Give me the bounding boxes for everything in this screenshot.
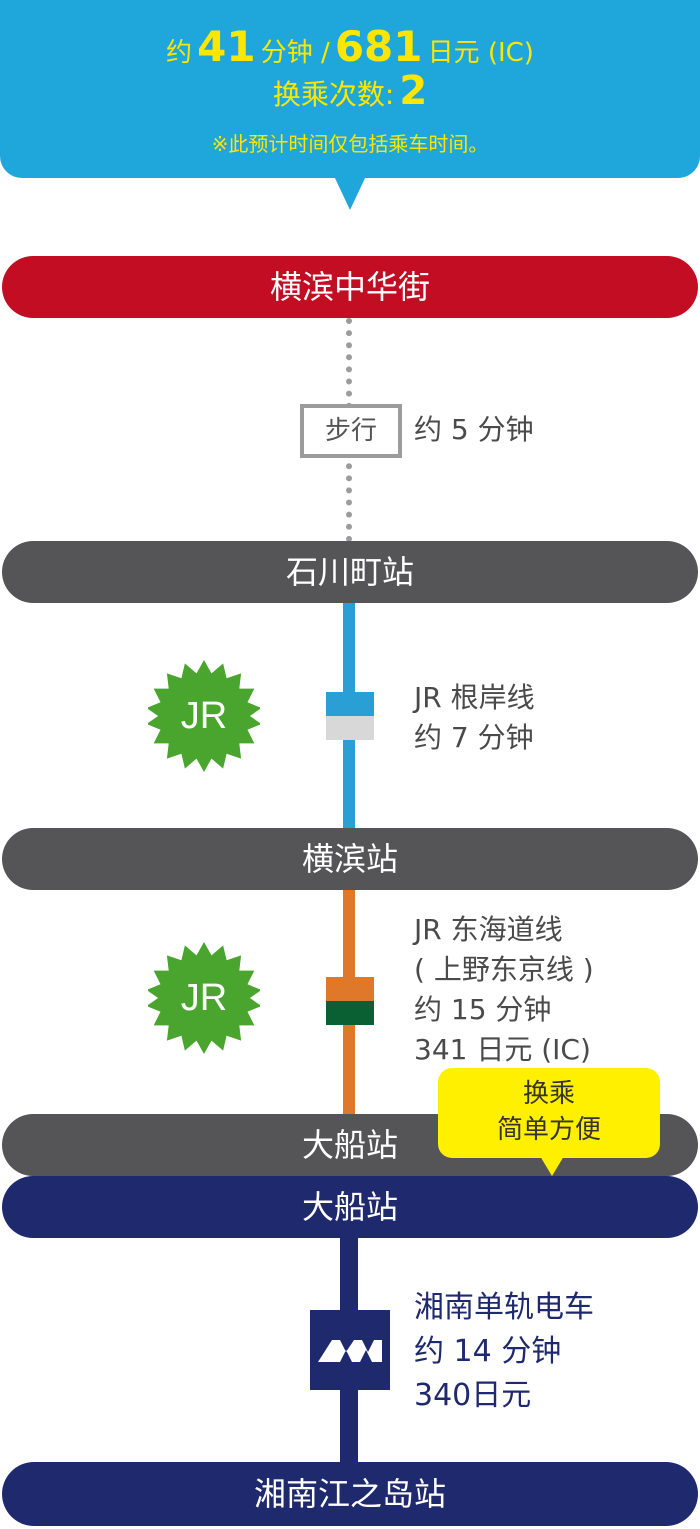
summary-fare-unit: 日元 (IC): [427, 38, 534, 68]
transfer-bubble-line2: 简单方便: [496, 1115, 601, 1145]
negishi-color-block-blue: [326, 692, 374, 716]
jr-logo-icon: JR: [146, 942, 262, 1054]
station-ishikawacho[interactable]: 石川町站: [2, 541, 698, 603]
summary-prefix: 约: [166, 38, 193, 68]
transfer-bubble-line1: 换乘: [522, 1079, 575, 1109]
summary-note: ※此预计时间仅包括乘车时间。: [211, 132, 489, 156]
negishi-line-name: JR 根岸线: [414, 681, 535, 714]
summary-time-fare: 约 41 分钟 / 681 日元 (IC): [0, 22, 700, 71]
summary-transfers-count: 2: [399, 68, 428, 114]
summary-transfers: 换乘次数: 2: [0, 68, 700, 114]
jr-logo-text: JR: [181, 695, 227, 737]
station-shonan-enoshima[interactable]: 湘南江之岛站: [2, 1462, 698, 1526]
jr-logo-icon: JR: [146, 660, 262, 772]
route-summary-bubble: [0, 0, 700, 178]
negishi-info: JR 根岸线 约 7 分钟: [414, 678, 535, 758]
summary-transfers-label: 换乘次数:: [272, 78, 395, 111]
summary-fare: 681: [334, 22, 423, 71]
monorail-line-name: 湘南单轨电车: [414, 1290, 594, 1325]
monorail-time: 约 14 分钟: [414, 1334, 562, 1369]
jr-logo-text: JR: [181, 977, 227, 1019]
walk-time: 约 5 分钟: [414, 413, 534, 446]
transfer-bubble-tail: [540, 1156, 564, 1176]
station-ofuna-monorail[interactable]: 大船站: [2, 1176, 698, 1238]
tokaido-color-block-green: [326, 1001, 374, 1025]
transfer-easy-bubble: 换乘 简单方便: [438, 1068, 660, 1158]
tokaido-subline: ( 上野东京线 ): [414, 953, 594, 986]
monorail-fare: 340日元: [414, 1378, 532, 1413]
tokaido-line-name: JR 东海道线: [414, 913, 563, 946]
negishi-color-block-gray: [326, 716, 374, 740]
negishi-time: 约 7 分钟: [414, 721, 534, 754]
tokaido-color-block-orange: [326, 977, 374, 1001]
station-yokohama[interactable]: 横滨站: [2, 828, 698, 890]
summary-minutes: 41: [197, 22, 256, 71]
tokaido-time: 约 15 分钟: [414, 993, 552, 1026]
monorail-info: 湘南单轨电车 约 14 分钟 340日元: [414, 1286, 594, 1418]
shonan-monorail-logo-icon: [310, 1310, 390, 1390]
summary-minutes-unit: 分钟 /: [260, 38, 330, 68]
station-yokohama-chinatown[interactable]: 横滨中华街: [2, 256, 698, 318]
tokaido-info: JR 东海道线 ( 上野东京线 ) 约 15 分钟 341 日元 (IC): [414, 910, 594, 1070]
walk-badge: 步行: [300, 404, 402, 458]
summary-bubble-tail: [334, 176, 366, 210]
tokaido-fare: 341 日元 (IC): [414, 1033, 591, 1066]
